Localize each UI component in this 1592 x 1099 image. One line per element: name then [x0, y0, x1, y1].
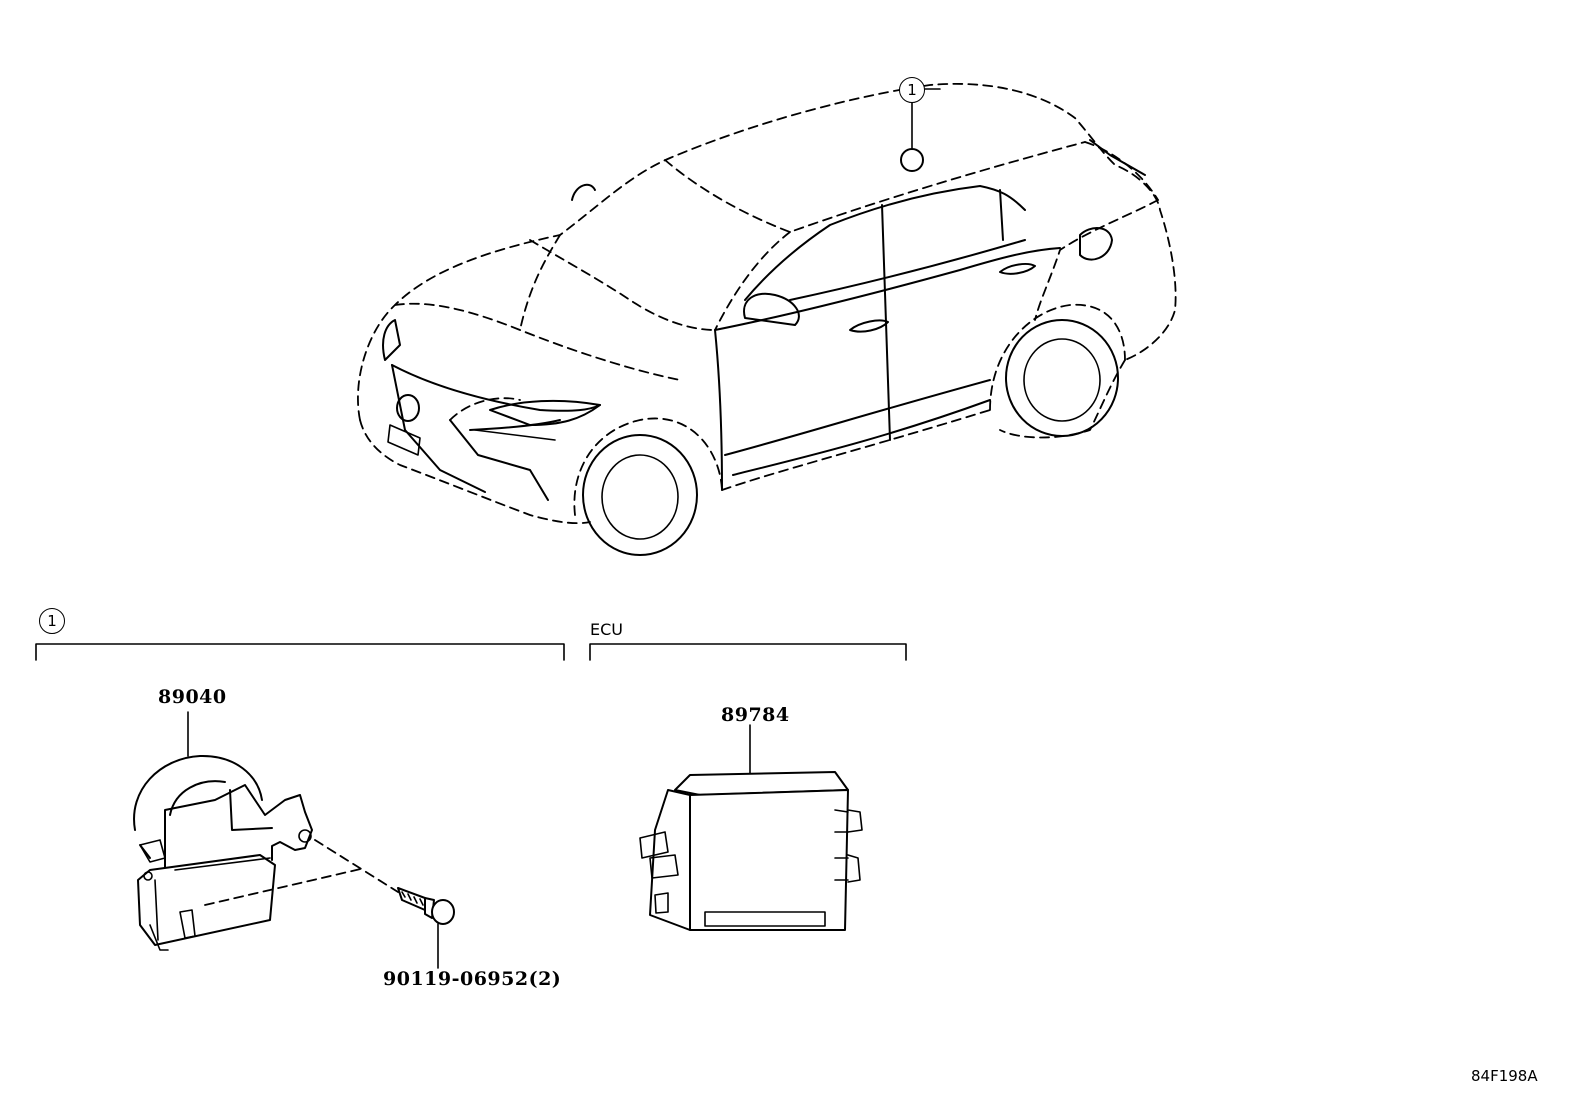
part-number-bolt: 90119-06952(2): [383, 968, 562, 990]
section-bracket-left: [35, 643, 565, 661]
sensor-89040-illustration: [133, 711, 399, 951]
part-number-89784: 89784: [721, 704, 790, 726]
bolt-90119-06952-illustration: [397, 887, 455, 969]
vehicle-illustration: [357, 82, 1177, 556]
ecu-89784-illustration: [639, 724, 863, 931]
callout-marker-section: 1: [39, 608, 65, 634]
illustration-code: 84F198A: [1471, 1067, 1538, 1085]
part-number-89040: 89040: [158, 686, 227, 708]
callout-marker-vehicle: 1: [899, 77, 925, 103]
section-bracket-ecu: [589, 643, 907, 661]
ecu-section-heading: ECU: [590, 620, 623, 639]
